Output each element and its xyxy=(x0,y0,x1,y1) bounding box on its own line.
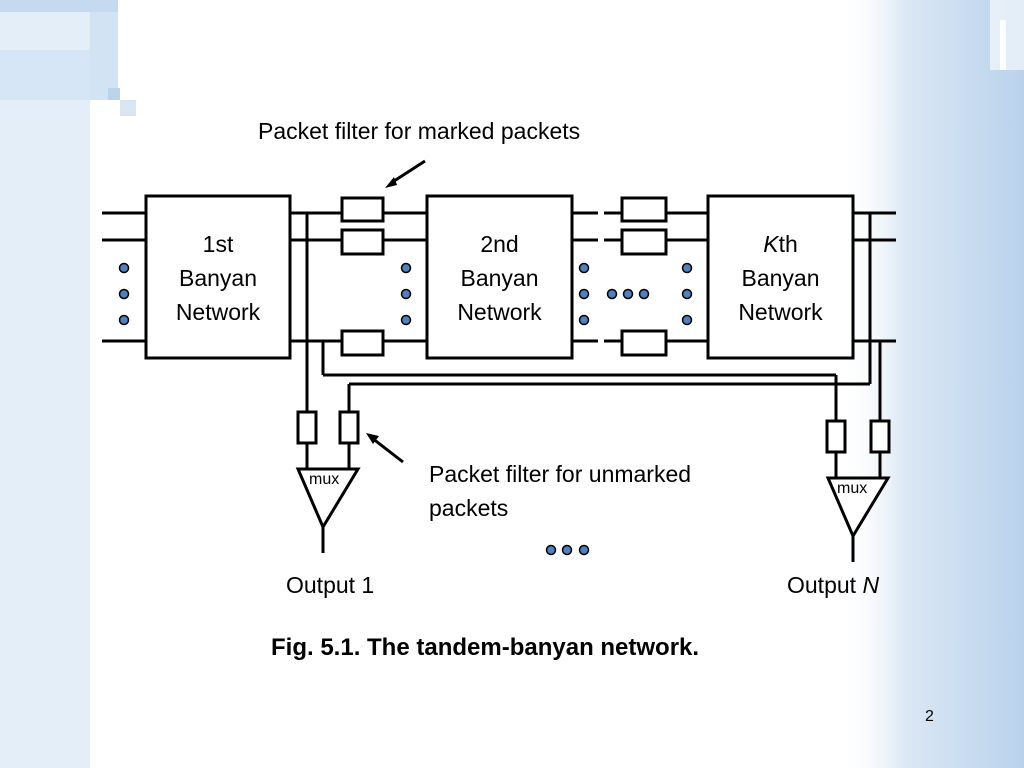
banyan-network-box-2 xyxy=(425,194,574,360)
mux-n xyxy=(825,476,891,540)
figure-caption: Fig. 5.1. The tandem-banyan network. xyxy=(271,634,700,661)
mux-1 xyxy=(295,467,361,531)
marked-packet-filter xyxy=(620,196,668,223)
marked-packet-filter xyxy=(340,228,385,256)
mux-label-1: mux xyxy=(309,471,340,488)
network-label-k: Kth Banyan Network xyxy=(738,231,823,325)
network-label-2: 2nd Banyan Network xyxy=(457,231,542,325)
unmarked-packet-filter xyxy=(825,419,847,454)
ellipsis-dots xyxy=(118,262,693,556)
arrow-marked-filter xyxy=(390,159,426,185)
banyan-network-box-1 xyxy=(144,194,292,360)
unmarked-filter-label-line2: packets xyxy=(429,495,509,521)
unmarked-filter-label-line1: Packet filter for unmarked xyxy=(429,461,692,487)
marked-packet-filter xyxy=(620,228,668,256)
output-n-label: Output N xyxy=(787,572,880,598)
page-number: 2 xyxy=(925,708,934,725)
banyan-network-box-k xyxy=(706,194,855,360)
unmarked-packet-filter xyxy=(338,410,360,445)
marked-packet-filter xyxy=(340,196,385,223)
marked-packet-filter xyxy=(620,329,668,357)
marked-filter-label: Packet filter for marked packets xyxy=(258,118,581,144)
unmarked-packet-filter xyxy=(869,419,891,454)
output-1-label: Output 1 xyxy=(286,572,375,598)
arrow-unmarked-filter xyxy=(371,436,404,464)
unmarked-packet-filter xyxy=(296,410,318,445)
mux-label-n: mux xyxy=(837,480,868,497)
network-label-1: 1st Banyan Network xyxy=(175,231,261,325)
marked-packet-filter xyxy=(340,329,385,357)
